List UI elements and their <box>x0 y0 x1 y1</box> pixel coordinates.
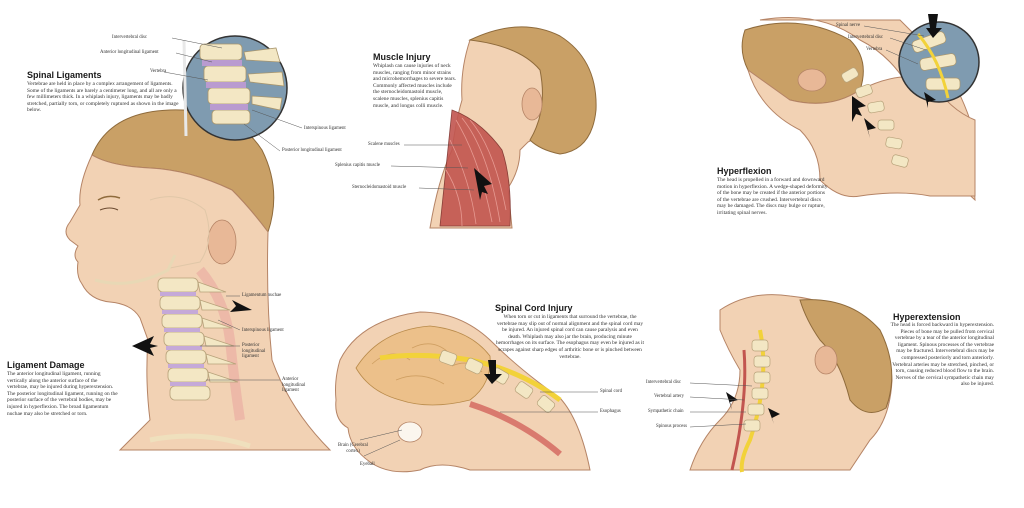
label-ligamentum-nuchae: Ligamentum nuchae <box>242 293 282 298</box>
hyperflexion-title: Hyperflexion <box>717 166 772 176</box>
hyperflexion-text: The head is propelled in a forward and d… <box>717 177 828 216</box>
label-brain: Brain (Cerebral cortex) <box>338 443 368 454</box>
leader-lines <box>163 25 927 457</box>
label-esophagus: Esophagus <box>600 409 621 414</box>
spinal-ligaments-title: Spinal Ligaments <box>27 70 102 80</box>
label-sympathetic-chain: Sympathetic chain <box>648 409 684 414</box>
label-interspinous-ligament: Interspinous ligament <box>304 126 346 131</box>
muscle-injury-title: Muscle Injury <box>373 52 431 62</box>
hyperflexion-figure <box>741 14 980 202</box>
label-posterior-longitudinal-ligament-2: Posterior longitudinal ligament <box>242 343 266 360</box>
muscle-injury-figure <box>429 26 597 229</box>
label-scalene-muscles: Scalene muscles <box>368 142 400 147</box>
label-splenius-capitis-muscle: Splenius capitis muscle <box>335 163 381 168</box>
label-anterior-longitudinal-ligament: Anterior longitudinal ligament <box>100 50 159 55</box>
label-intervertebral-disc-3: Intervertebral disc <box>646 380 682 385</box>
spinal-cord-injury-text: When torn or cut in ligaments that surro… <box>495 314 645 360</box>
label-spinal-nerve: Spinal nerve <box>836 23 861 28</box>
label-sternocleidomastoid-muscle: Sternocleidomastoid muscle <box>352 185 407 190</box>
hyperextension-figure <box>689 294 893 473</box>
label-interspinous-ligament-2: Interspinous ligament <box>242 328 284 333</box>
label-eyeball: Eyeball <box>360 462 375 467</box>
ligament-damage-text: The anterior longitudinal ligament, runn… <box>7 371 118 417</box>
muscle-injury-text: Whiplash can cause injuries of neck musc… <box>373 63 457 109</box>
spinal-cord-injury-figure <box>335 311 591 473</box>
spinal-cord-injury-title: Spinal Cord Injury <box>495 303 573 313</box>
ligament-head-figure <box>65 109 332 451</box>
hyperextension-text: The head is forced backward in hyperexte… <box>890 322 994 388</box>
ligament-damage-title: Ligament Damage <box>7 360 85 370</box>
label-intervertebral-disc: Intervertebral disc <box>112 35 148 40</box>
label-vertebra: Vertebra <box>150 69 167 74</box>
label-posterior-longitudinal-ligament: Posterior longitudinal ligament <box>282 148 342 153</box>
spinal-ligaments-text: Vertebrae are held in place by a complex… <box>27 81 179 114</box>
label-intervertebral-disc-2: Intervertebral disc <box>848 35 884 40</box>
label-vertebra-2: Vertebra <box>866 47 883 52</box>
label-anterior-longitudinal-ligament-2: Anterior longitudinal ligament <box>282 377 306 394</box>
label-vertebral-artery: Vertebral artery <box>654 394 684 399</box>
ligament-magnifier <box>182 35 288 141</box>
label-spinal-cord: Spinal cord <box>600 389 622 394</box>
label-spinous-process: Spinous process <box>656 424 688 429</box>
hyperextension-title: Hyperextension <box>893 312 961 322</box>
